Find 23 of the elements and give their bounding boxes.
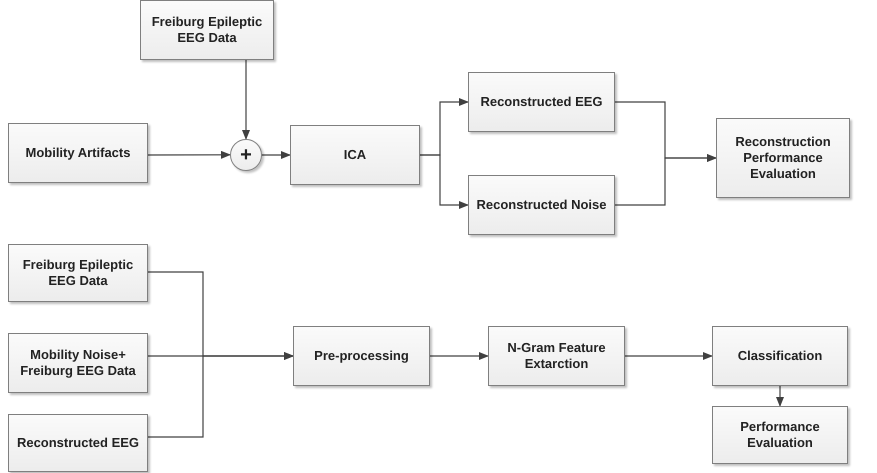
arrow — [430, 352, 489, 360]
process-box: Mobility Artifacts — [8, 123, 148, 183]
process-box: Reconstruction Performance Evaluation — [716, 118, 850, 198]
process-box: Classification — [712, 326, 848, 386]
arrow — [615, 154, 717, 206]
arrow — [420, 154, 469, 209]
process-box: N-Gram Feature Extarction — [488, 326, 625, 386]
arrow — [262, 151, 291, 159]
process-box: Freiburg Epileptic EEG Data — [140, 0, 274, 60]
arrow — [148, 150, 231, 159]
summing-junction: + — [230, 139, 262, 171]
process-box: ICA — [290, 125, 420, 185]
arrow — [776, 386, 784, 407]
process-box: Reconstructed Noise — [468, 175, 615, 235]
process-box: Reconstructed EEG — [8, 414, 148, 472]
arrow — [625, 352, 713, 360]
process-box: Freiburg Epileptic EEG Data — [8, 244, 148, 302]
arrow — [148, 352, 294, 438]
process-box: Reconstructed EEG — [468, 72, 615, 132]
process-box: Mobility Noise+ Freiburg EEG Data — [8, 333, 148, 393]
arrow — [242, 60, 250, 140]
process-box: Performance Evaluation — [712, 406, 848, 464]
process-box: Pre-processing — [293, 326, 430, 386]
